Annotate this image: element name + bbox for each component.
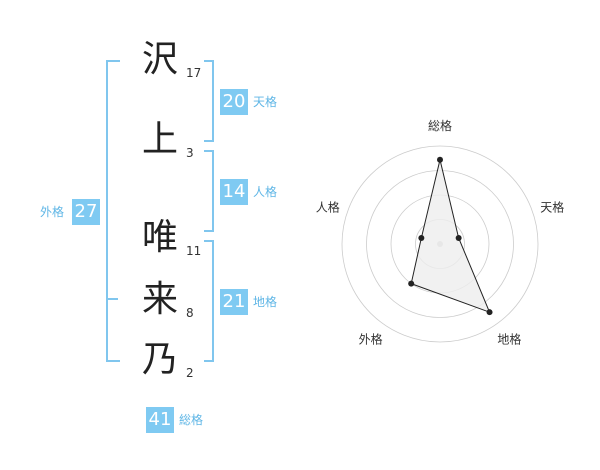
jinkaku-bracket xyxy=(204,150,214,232)
jinkaku-label: 人格 xyxy=(253,185,278,199)
chikaku-bracket xyxy=(204,240,214,362)
radar-axis-label-1: 総格 xyxy=(428,118,452,133)
gaikaku-bracket-tick xyxy=(106,298,118,300)
soukaku-label: 総格 xyxy=(179,413,204,427)
stroke-count-3: 11 xyxy=(186,244,202,258)
radar-point-3 xyxy=(486,309,493,316)
stroke-count-2: 3 xyxy=(186,146,194,160)
radar-ring-4 xyxy=(341,145,539,343)
radar-point-1 xyxy=(437,156,443,163)
stroke-count-4: 8 xyxy=(186,306,194,320)
radar-point-4 xyxy=(408,280,415,287)
radar-axis-label-3: 地格 xyxy=(497,331,521,346)
chikaku-label: 地格 xyxy=(253,295,278,309)
name-char-5: 乃 xyxy=(141,339,178,380)
name-char-3: 唯 xyxy=(141,217,178,258)
jinkaku-score: 14 xyxy=(220,179,248,205)
tenkaku-bracket xyxy=(204,60,214,142)
gaikaku-bracket xyxy=(106,60,120,362)
radar-polygon xyxy=(410,159,491,314)
gaikaku-score: 27 xyxy=(72,199,100,225)
radar-point-5 xyxy=(418,234,425,241)
soukaku-score: 41 xyxy=(146,407,174,433)
gaikaku-label: 外格 xyxy=(40,205,65,219)
name-char-4: 来 xyxy=(141,279,178,320)
name-char-1: 沢 xyxy=(141,39,178,80)
radar-point-2 xyxy=(455,234,462,241)
radar-axis-label-4: 外格 xyxy=(359,331,383,346)
tenkaku-label: 天格 xyxy=(253,95,278,109)
stroke-count-1: 17 xyxy=(186,66,202,80)
radar-axis-label-2: 天格 xyxy=(540,200,564,215)
stroke-count-5: 2 xyxy=(186,366,194,380)
radar-axis-label-5: 人格 xyxy=(316,200,340,215)
chikaku-score: 21 xyxy=(220,289,248,315)
name-char-2: 上 xyxy=(141,119,178,160)
tenkaku-score: 20 xyxy=(220,89,248,115)
